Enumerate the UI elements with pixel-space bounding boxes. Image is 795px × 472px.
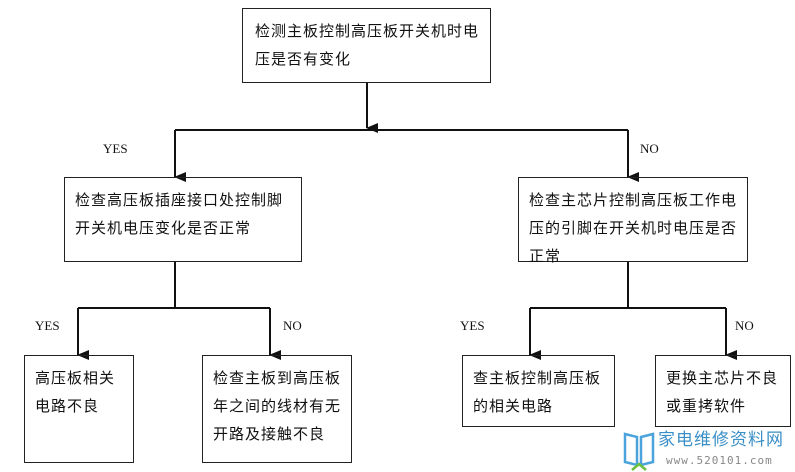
result-node-hv-circuit: 高压板相关电路不良 <box>24 355 134 463</box>
no-label-left: NO <box>283 318 302 333</box>
yes-label-right: YES <box>460 318 485 333</box>
result-node-check-wiring: 检查主板到高压板年之间的线材有无开路及接触不良 <box>202 355 352 463</box>
book-icon <box>623 432 655 471</box>
result-node-replace-chip: 更换主芯片不良或重拷软件 <box>655 355 791 427</box>
root-node: 检测主板控制高压板开关机时电压是否有变化 <box>242 8 491 83</box>
watermark-name: 家电维修资料网 <box>658 430 784 450</box>
no-label-right: NO <box>735 318 754 333</box>
no-label-top: NO <box>640 141 659 156</box>
result-node-check-control-circuit: 查主板控制高压板的相关电路 <box>462 355 615 427</box>
watermark-logo: 家电维修资料网 www.520101.com <box>622 430 794 472</box>
left-check-node: 检查高压板插座接口处控制脚开关机电压变化是否正常 <box>64 177 302 262</box>
yes-label-top: YES <box>103 141 128 156</box>
right-check-node: 检查主芯片控制高压板工作电压的引脚在开关机时电压是否正常 <box>518 177 748 265</box>
yes-label-left: YES <box>35 318 60 333</box>
watermark-url: www.520101.com <box>666 454 773 467</box>
